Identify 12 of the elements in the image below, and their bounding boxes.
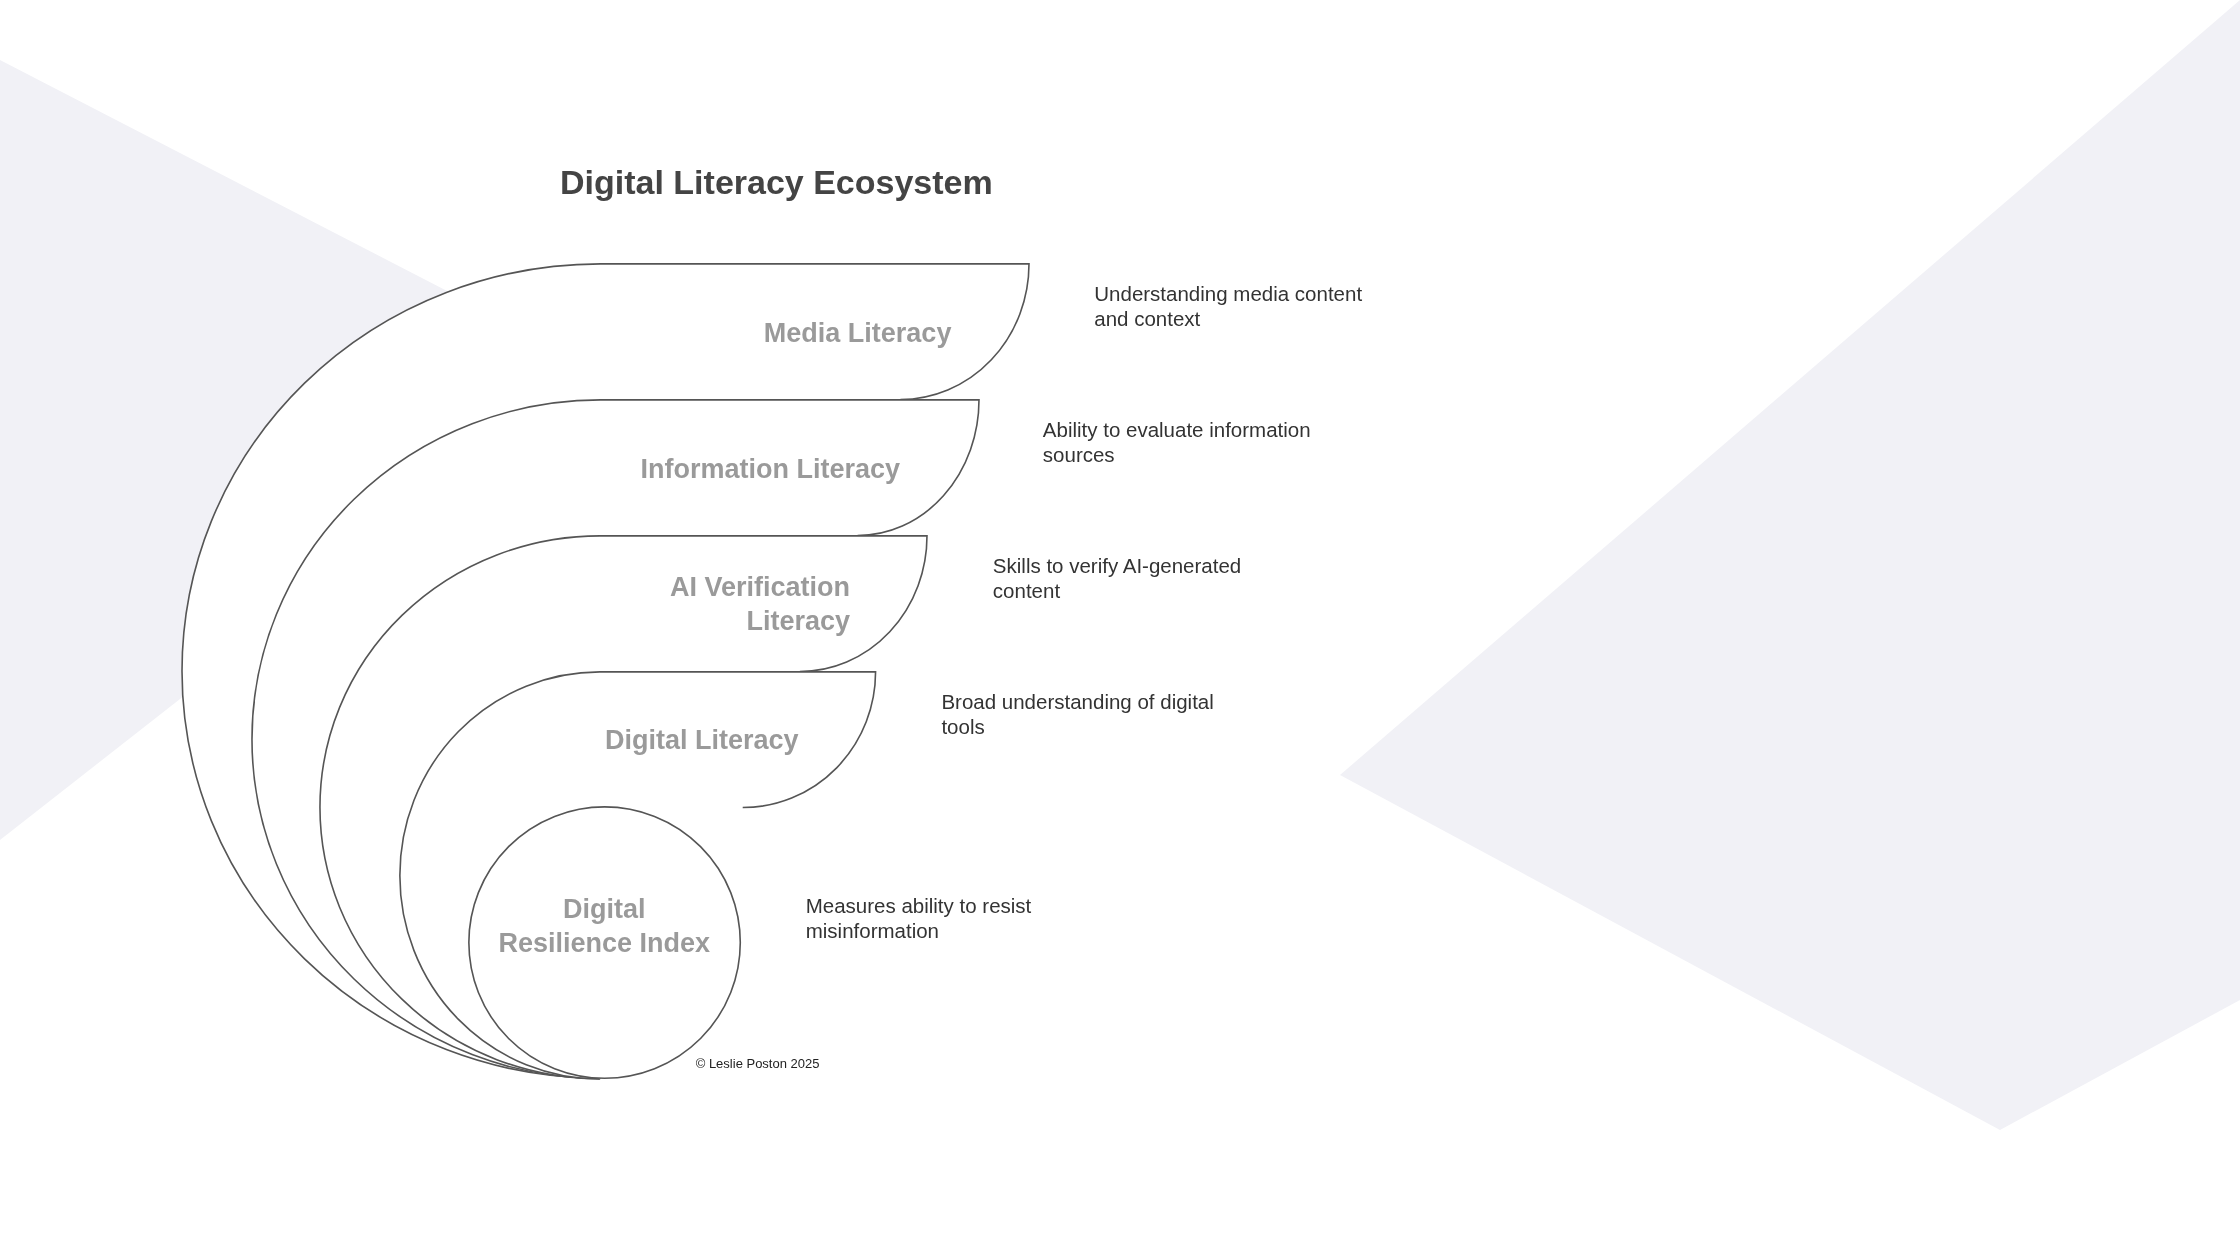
layer-label: Information Literacy: [639, 452, 900, 486]
layer-label: AI Verification Literacy: [668, 571, 850, 639]
description-text: Understanding media content and context: [1094, 281, 1364, 332]
copyright-note: © Leslie Poston 2025: [695, 1055, 820, 1071]
title: Digital Literacy Ecosystem: [560, 162, 993, 202]
description-text: Ability to evaluate information sources: [1042, 417, 1312, 468]
layer-label: Digital Literacy: [604, 724, 799, 757]
layer-label: Digital Resilience Index: [497, 892, 712, 960]
layer-label: Media Literacy: [762, 316, 952, 350]
description-text: Measures ability to resist misinformation: [805, 892, 1033, 943]
description-text: Broad understanding of digital tools: [941, 688, 1215, 739]
description-text: Skills to verify AI-generated content: [992, 552, 1243, 603]
